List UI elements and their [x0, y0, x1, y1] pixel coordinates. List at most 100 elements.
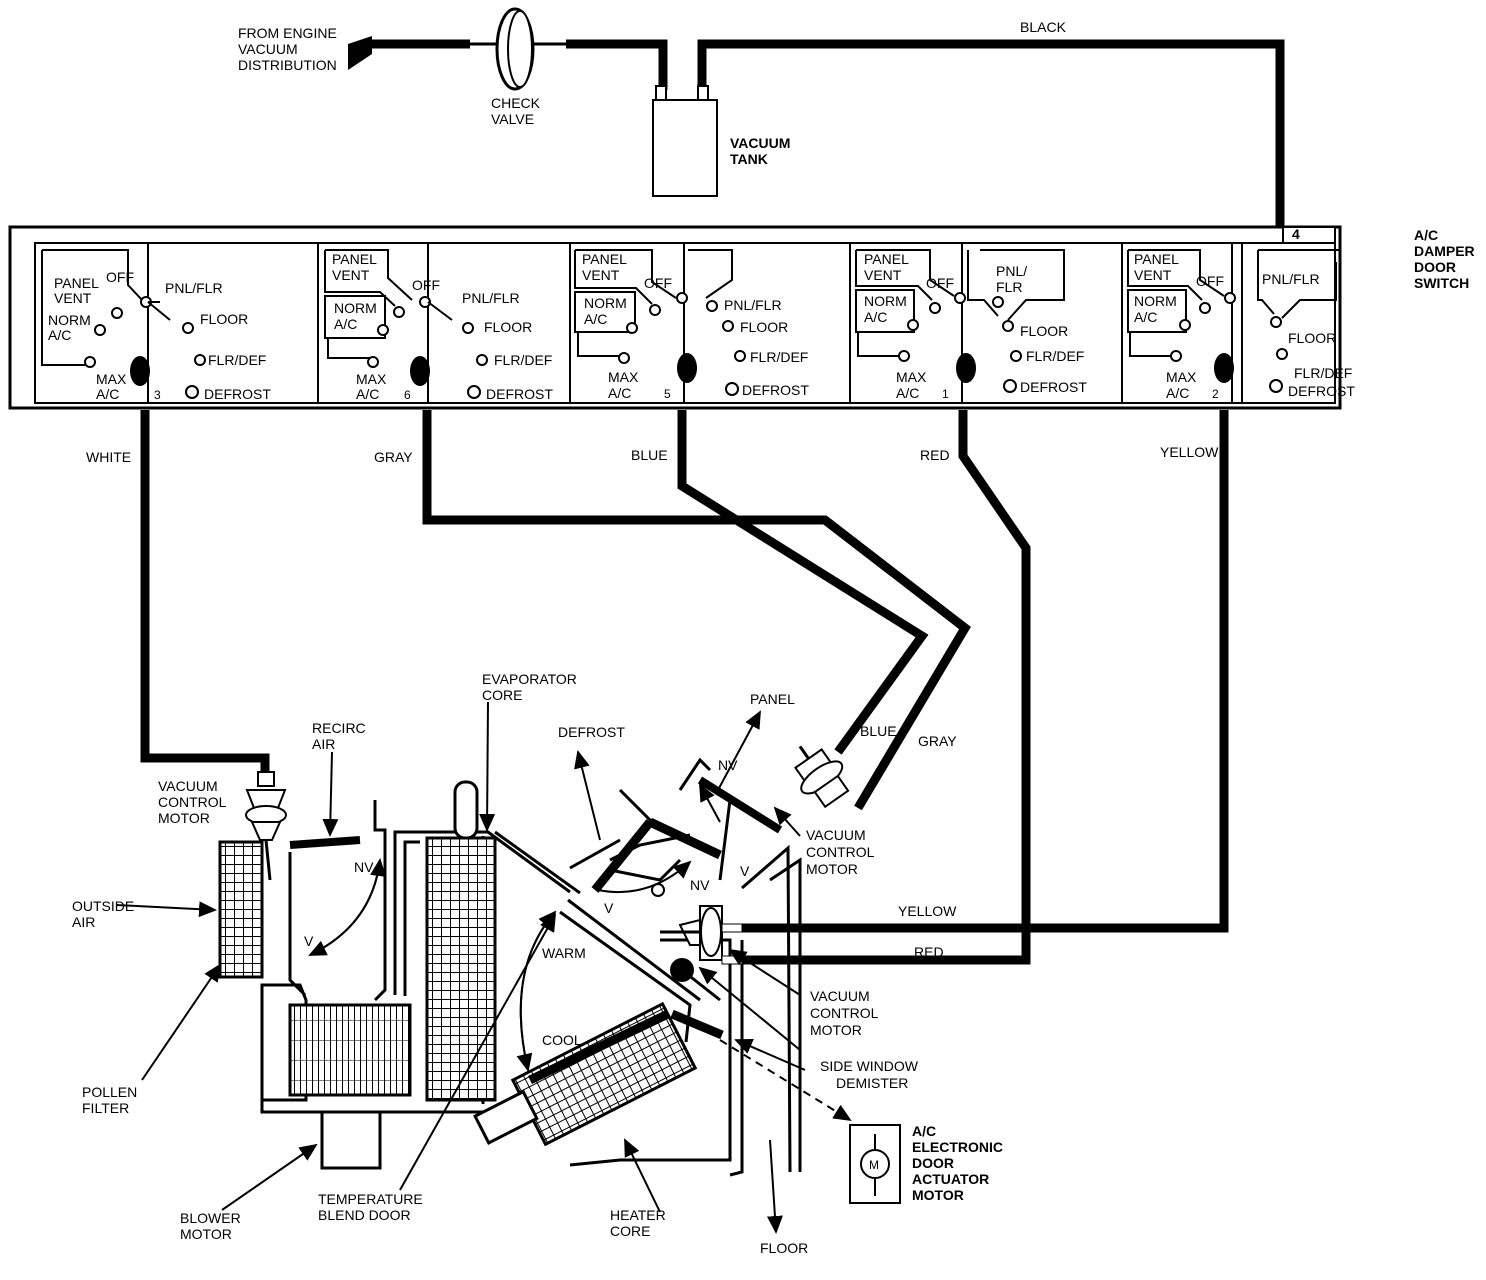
hose-red: [742, 410, 1031, 965]
s2-max-ac-1: MAX: [356, 371, 387, 387]
red-lower-label: RED: [914, 944, 944, 960]
hose-gray: [422, 410, 971, 811]
gray-lower-label: GRAY: [918, 733, 957, 749]
source-fitting-icon: [348, 36, 372, 70]
side-window-label-2: DEMISTER: [836, 1075, 908, 1091]
s3-flr-def: FLR/DEF: [750, 349, 808, 365]
s5-panel-vent-1: PANEL: [1134, 251, 1179, 267]
s4-max-ac-1: MAX: [896, 369, 927, 385]
check-valve-label-1: CHECK: [491, 95, 541, 111]
s1-norm-ac-2: A/C: [48, 327, 71, 343]
hose-check-to-tank: [566, 39, 668, 90]
source-label-3: DISTRIBUTION: [238, 57, 337, 73]
actuator-label-1: A/C: [912, 1123, 936, 1139]
vcm-right-label-2: CONTROL: [806, 844, 875, 860]
s1-floor: FLOOR: [200, 311, 248, 327]
vacuum-source: FROM ENGINE VACUUM DISTRIBUTION: [238, 25, 372, 73]
s2-floor: FLOOR: [484, 319, 532, 335]
side-window-label-1: SIDE WINDOW: [820, 1058, 919, 1074]
cool-label: COOL: [542, 1032, 582, 1048]
pollen-filter-label-2: FILTER: [82, 1100, 129, 1116]
vcm-left-label-1: VACUUM: [158, 778, 218, 794]
s5-panel-vent-2: VENT: [1134, 267, 1172, 283]
switch-title-3: DOOR: [1414, 259, 1456, 275]
switch-title-1: A/C: [1414, 227, 1438, 243]
hose-yellow: [742, 410, 1229, 933]
hose-blue: [677, 410, 929, 755]
s4-port: 1: [942, 387, 949, 401]
s3-pnl-flr: PNL/FLR: [724, 297, 782, 313]
s2-max-ac-2: A/C: [356, 386, 379, 402]
vacuum-control-motor-right: [794, 745, 850, 809]
s2-norm-ac-2: A/C: [334, 316, 357, 332]
blower-wheel: [288, 1003, 412, 1097]
vacuum-tank: VACUUM TANK: [652, 85, 790, 197]
motor-symbol: M: [869, 1158, 879, 1172]
check-valve: CHECK VALVE: [466, 7, 568, 127]
switch-title-2: DAMPER: [1414, 243, 1475, 259]
s4-flr-def: FLR/DEF: [1026, 348, 1084, 364]
s5-defrost: DEFROST: [1288, 383, 1355, 399]
s4-norm-ac-1: NORM: [864, 293, 907, 309]
evaporator-core-label-1: EVAPORATOR: [482, 671, 577, 687]
s2-pnl-flr: PNL/FLR: [462, 290, 520, 306]
s3-panel-vent-1: PANEL: [582, 251, 627, 267]
nv-mid-label: NV: [690, 877, 710, 893]
s2-panel-vent-1: PANEL: [332, 251, 377, 267]
actuator-label-5: MOTOR: [912, 1187, 964, 1203]
temp-blend-door-label-1: TEMPERATURE: [318, 1191, 423, 1207]
s3-norm-ac-2: A/C: [584, 311, 607, 327]
heater-core-label-1: HEATER: [610, 1207, 666, 1223]
check-valve-label-2: VALVE: [491, 111, 534, 127]
defrost-label: DEFROST: [558, 724, 625, 740]
s3-max-ac-1: MAX: [608, 369, 639, 385]
s1-port: 3: [154, 388, 161, 402]
s1-defrost: DEFROST: [204, 386, 271, 402]
vcm-lower-label-2: CONTROL: [810, 1005, 879, 1021]
vcm-left-label-2: CONTROL: [158, 794, 227, 810]
s5-max-ac-2: A/C: [1166, 385, 1189, 401]
vcm-right-label-1: VACUUM: [806, 827, 866, 843]
hose-black: [697, 39, 1285, 232]
evaporator-core: [425, 836, 497, 1102]
s5-norm-ac-2: A/C: [1134, 309, 1157, 325]
outside-air-label-1: OUTSIDE: [72, 898, 134, 914]
yellow-label: YELLOW: [1160, 444, 1219, 460]
nv-top-label: NV: [718, 757, 738, 773]
pollen-filter-label-1: POLLEN: [82, 1084, 137, 1100]
vacuum-tank-label-2: TANK: [730, 151, 768, 167]
warm-label: WARM: [542, 945, 586, 961]
s2-port: 6: [404, 388, 411, 402]
s5-pnl-flr: PNL/FLR: [1262, 271, 1320, 287]
actuator-label-4: ACTUATOR: [912, 1171, 989, 1187]
s2-defrost: DEFROST: [486, 386, 553, 402]
nv-left-label: NV: [354, 859, 374, 875]
outside-air-label-2: AIR: [72, 914, 95, 930]
vcm-lower-label-3: MOTOR: [810, 1022, 862, 1038]
source-label-2: VACUUM: [238, 41, 298, 57]
s4-norm-ac-2: A/C: [864, 309, 887, 325]
s4-pnl-flr-2: FLR: [996, 279, 1022, 295]
s3-port: 5: [664, 387, 671, 401]
s5-norm-ac-1: NORM: [1134, 293, 1177, 309]
hvac-housing: [218, 757, 802, 1177]
temp-blend-door-label-2: BLEND DOOR: [318, 1207, 411, 1223]
s3-floor: FLOOR: [740, 319, 788, 335]
white-label: WHITE: [86, 449, 131, 465]
blue-label: BLUE: [631, 447, 668, 463]
s1-panel-vent-2: VENT: [54, 290, 92, 306]
panel-label: PANEL: [750, 691, 795, 707]
s1-flr-def: FLR/DEF: [208, 352, 266, 368]
s3-panel-vent-2: VENT: [582, 267, 620, 283]
switch-housing: [8, 225, 1342, 410]
s4-floor: FLOOR: [1020, 323, 1068, 339]
s2-flr-def: FLR/DEF: [494, 352, 552, 368]
s5-flr-def: FLR/DEF: [1294, 365, 1352, 381]
hvac-labels: RECIRC AIR EVAPORATOR CORE VACUUM CONTRO…: [72, 671, 1003, 1256]
blower-motor-label-1: BLOWER: [180, 1210, 241, 1226]
s4-off: OFF: [926, 275, 954, 291]
s4-max-ac-2: A/C: [896, 385, 919, 401]
v-low-label: V: [740, 863, 750, 879]
red-label: RED: [920, 447, 950, 463]
